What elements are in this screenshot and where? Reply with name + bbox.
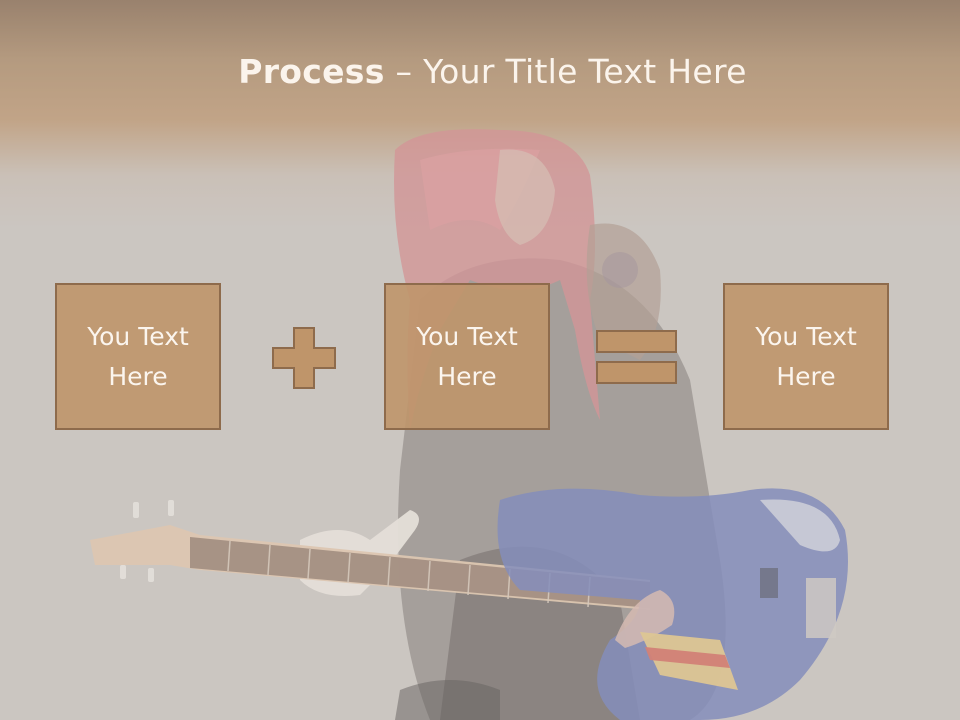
process-box-3[interactable]: You Text Here: [723, 283, 889, 430]
title-bold: Process: [238, 52, 385, 91]
title-rest: Your Title Text Here: [423, 52, 747, 91]
process-box-1[interactable]: You Text Here: [55, 283, 221, 430]
process-box-text: You Text Here: [87, 321, 189, 391]
title-separator: –: [384, 52, 424, 91]
slide-title[interactable]: Process – Your Title Text Here: [0, 52, 960, 91]
process-box-2[interactable]: You Text Here: [384, 283, 550, 430]
process-box-text: You Text Here: [416, 321, 518, 391]
plus-icon: [272, 327, 336, 389]
equals-icon: [596, 330, 677, 384]
process-box-text: You Text Here: [755, 321, 857, 391]
